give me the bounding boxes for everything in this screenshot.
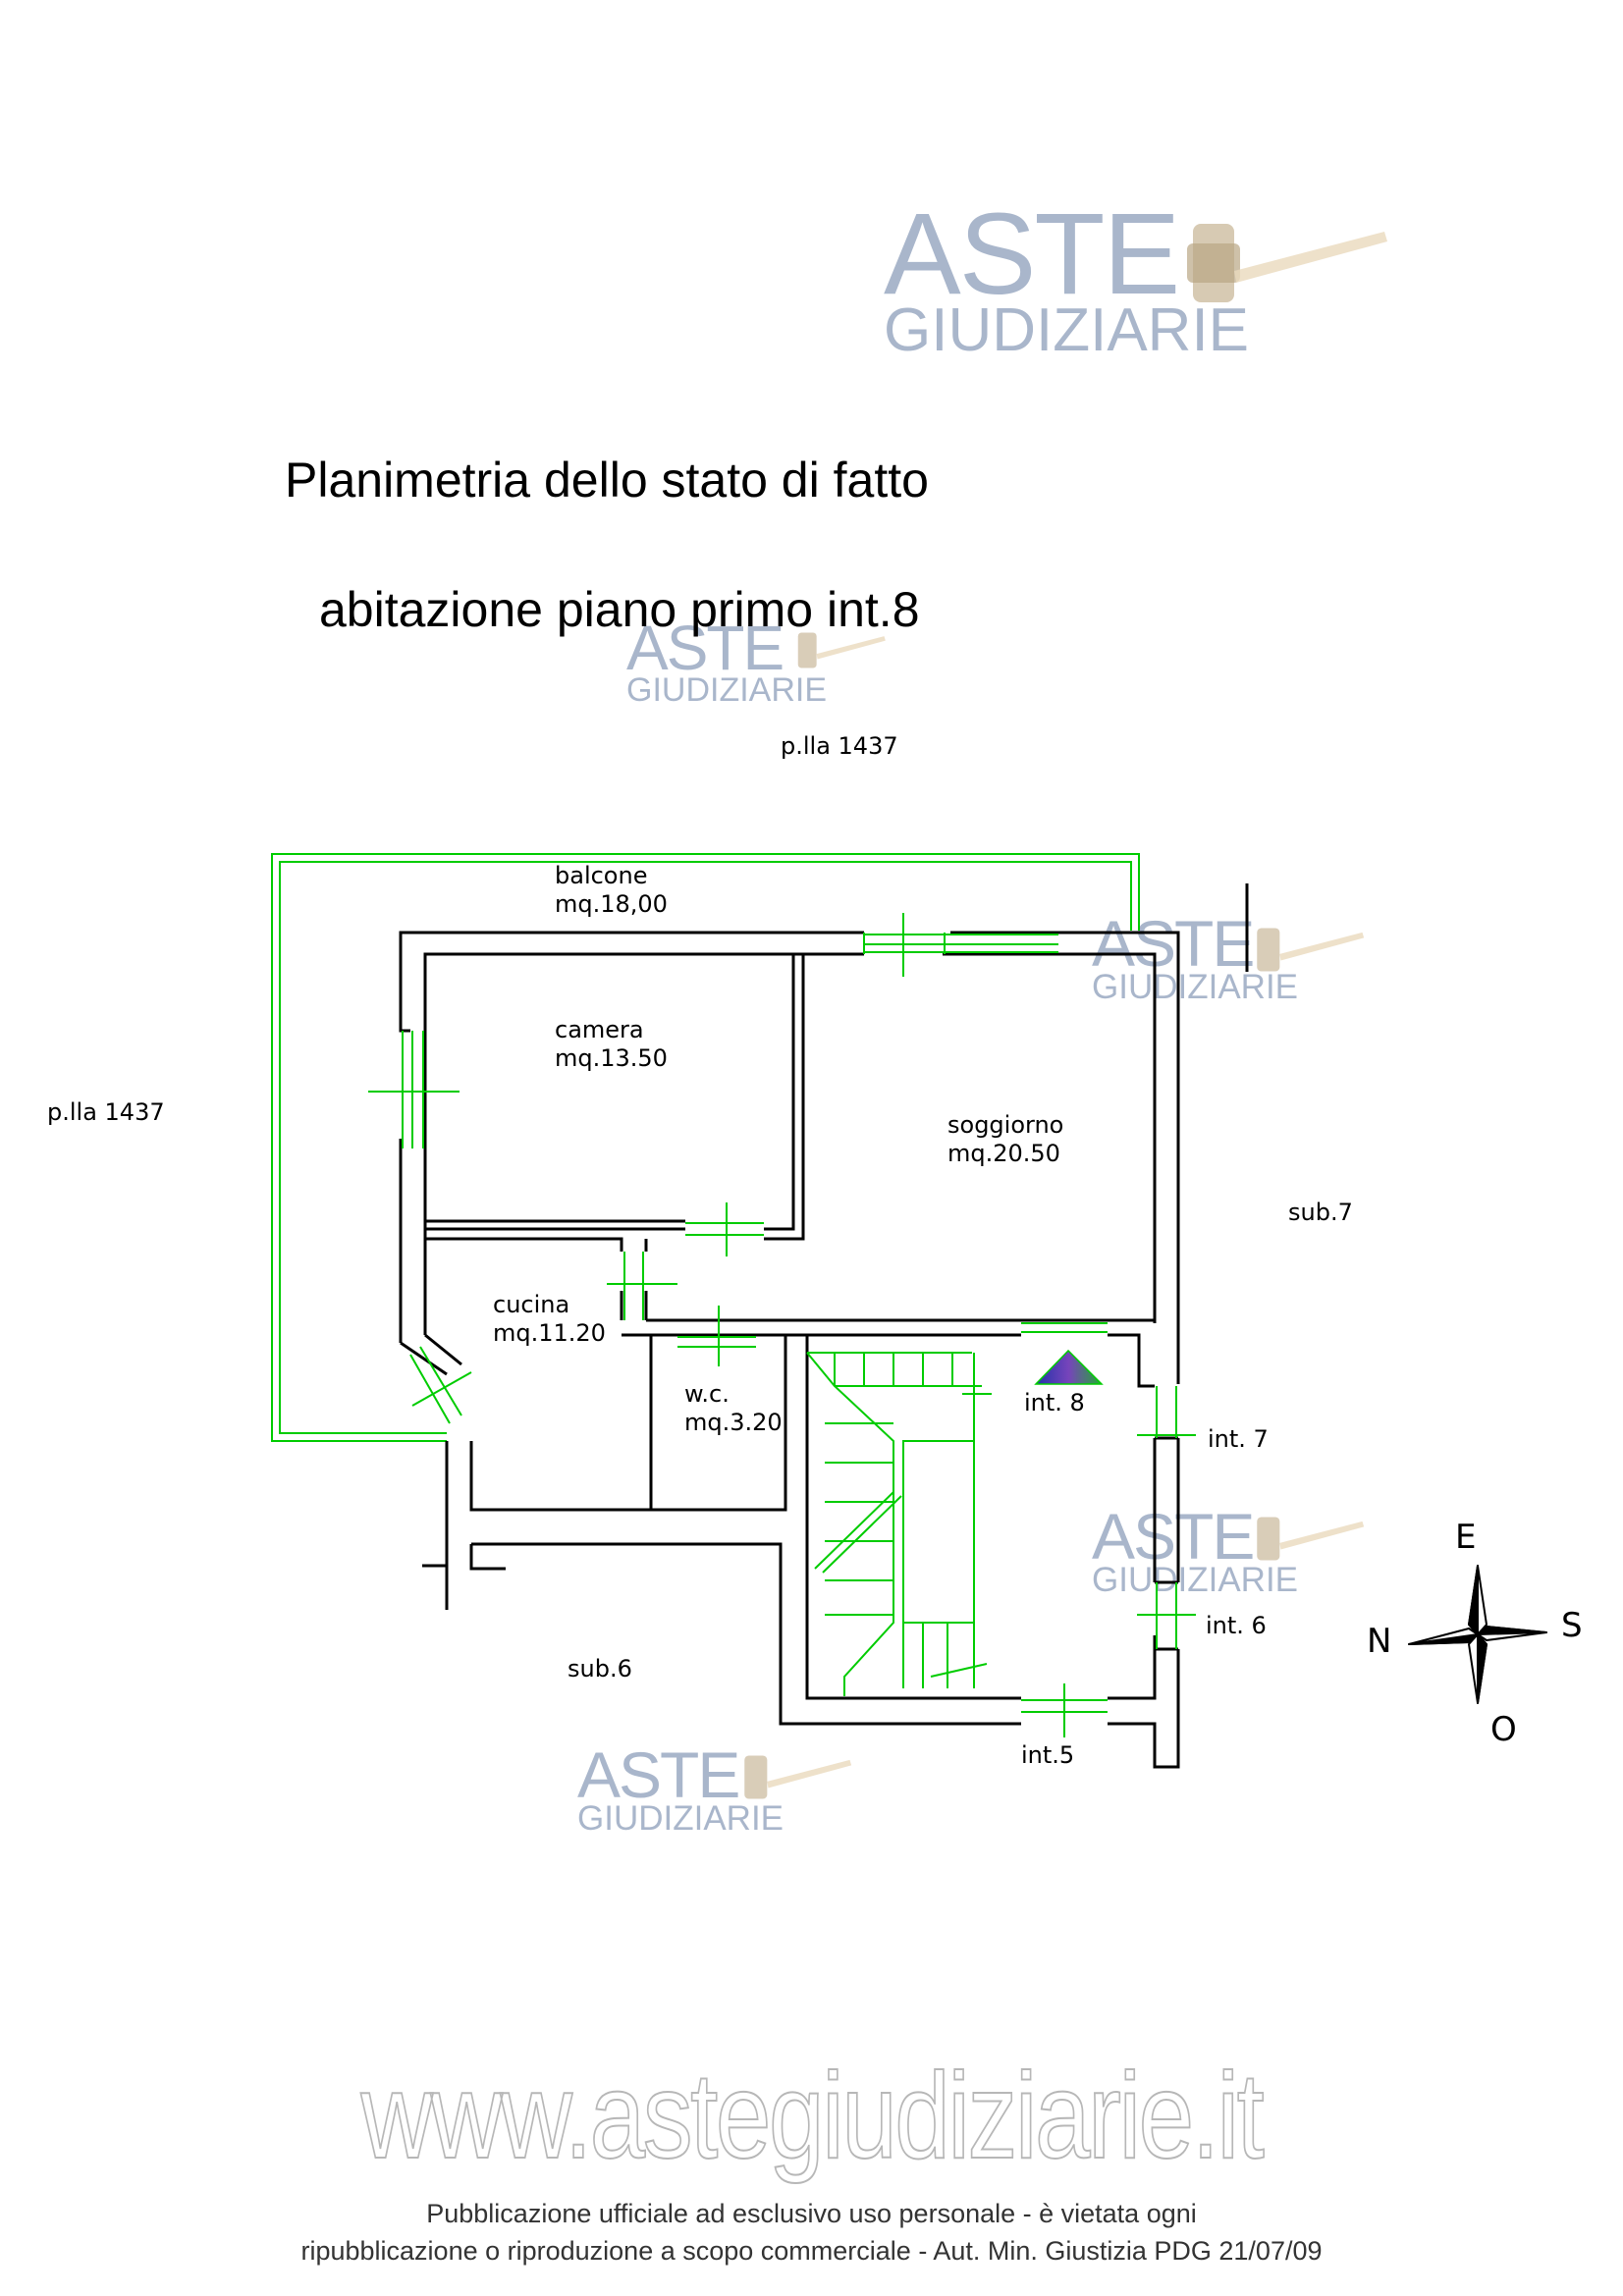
- unit-label-int5: int.5: [1021, 1741, 1075, 1769]
- page-subtitle: abitazione piano primo int.8: [319, 582, 920, 637]
- walls: [399, 883, 1249, 1769]
- entrance-marker-icon: [1034, 1349, 1104, 1385]
- watermark-logo-plan-mid: ASTE GIUDIZIARIE: [1092, 1500, 1299, 1599]
- room-name-camera: camera: [555, 1016, 644, 1043]
- compass-rose-icon: [1408, 1565, 1547, 1704]
- footer-line-2: ripubblicazione o riproduzione a scopo c…: [300, 2236, 1323, 2266]
- compass-west: O: [1490, 1710, 1517, 1749]
- parcel-label-left: p.lla 1437: [47, 1098, 165, 1126]
- room-area-camera: mq.13.50: [555, 1044, 668, 1072]
- gavel-icon: [744, 1755, 852, 1799]
- page-title: Planimetria dello stato di fatto: [285, 453, 929, 507]
- balcony-outline: [271, 853, 1140, 1442]
- room-name-soggiorno: soggiorno: [947, 1111, 1064, 1139]
- unit-label-int8: int. 8: [1024, 1389, 1085, 1416]
- parcel-label-top: p.lla 1437: [781, 732, 898, 760]
- neighbor-label-right: sub.7: [1288, 1199, 1353, 1226]
- room-area-wc: mq.3.20: [684, 1409, 783, 1436]
- compass-north: N: [1367, 1622, 1392, 1661]
- room-area-cucina: mq.11.20: [493, 1319, 606, 1347]
- room-name-cucina: cucina: [493, 1291, 570, 1318]
- room-area-soggiorno: mq.20.50: [947, 1140, 1060, 1167]
- room-name-wc: w.c.: [684, 1380, 730, 1408]
- gavel-icon: [797, 632, 886, 668]
- gavel-icon: [1187, 224, 1387, 302]
- neighbor-label-bottom: sub.6: [568, 1655, 632, 1682]
- watermark-logo-title: ASTE GIUDIZIARIE: [626, 613, 828, 709]
- watermark-logo-main: ASTE GIUDIZIARIE: [884, 196, 1249, 361]
- compass-south: S: [1561, 1606, 1583, 1645]
- gavel-icon: [1257, 1517, 1365, 1561]
- watermark-logo-plan-top: ASTE GIUDIZIARIE: [1092, 907, 1299, 1006]
- watermark-aste: ASTE: [884, 189, 1180, 319]
- compass-east: E: [1455, 1518, 1477, 1557]
- openings: [368, 913, 1196, 1737]
- footer-site-watermark: www.astegiudiziarie.it: [360, 2048, 1266, 2185]
- watermark-giudiziarie: GIUDIZIARIE: [884, 296, 1250, 364]
- watermark-logo-bottom: ASTE GIUDIZIARIE: [577, 1738, 784, 1838]
- unit-label-int6: int. 6: [1206, 1612, 1267, 1639]
- room-area-balcone: mq.18,00: [555, 890, 668, 918]
- room-name-balcone: balcone: [555, 862, 648, 889]
- unit-label-int7: int. 7: [1208, 1425, 1269, 1453]
- footer-line-1: Pubblicazione ufficiale ad esclusivo uso…: [426, 2199, 1197, 2228]
- gavel-icon: [1257, 928, 1365, 972]
